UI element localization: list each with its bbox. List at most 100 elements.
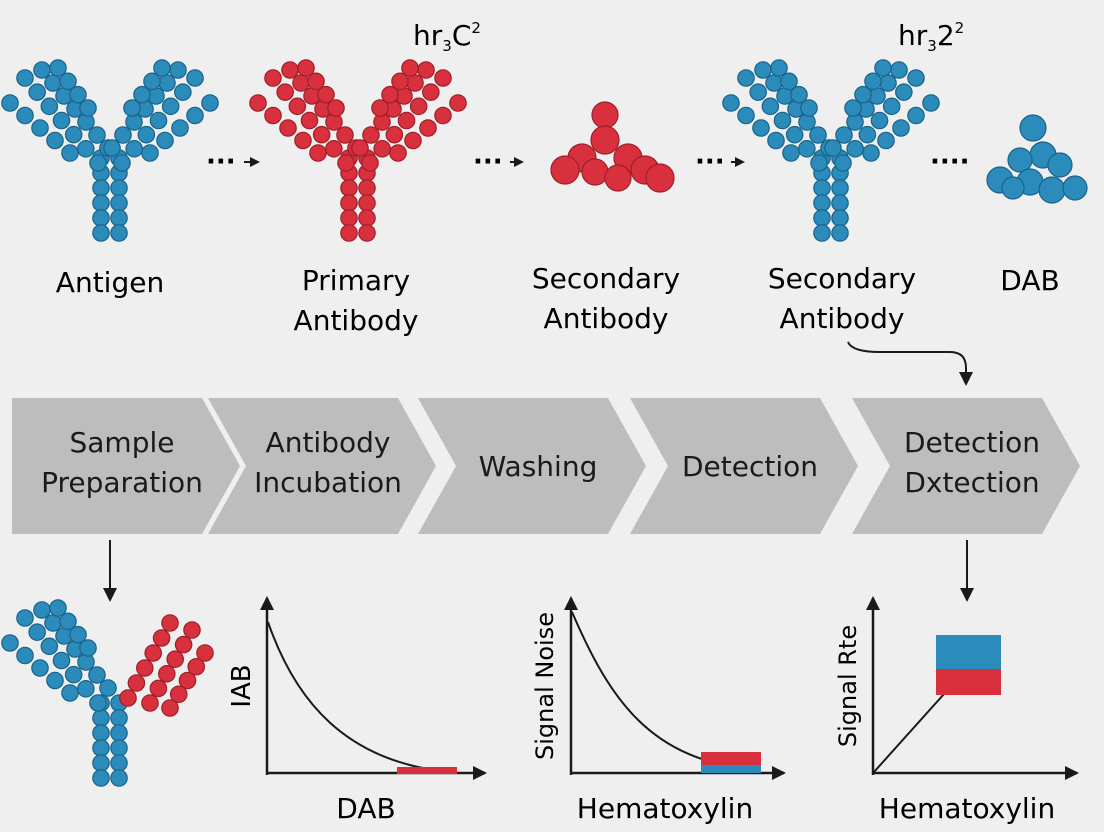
antibody-bead xyxy=(389,144,407,162)
antibody-bead xyxy=(113,154,131,172)
antibody-bead xyxy=(178,671,197,690)
antibody-bead xyxy=(152,629,171,647)
antibody-bead xyxy=(186,106,204,125)
antibody-bead xyxy=(834,154,852,172)
chart3-line xyxy=(873,693,945,773)
antibody-bead xyxy=(279,119,297,137)
antibody-bead xyxy=(767,131,785,150)
antibody-bead xyxy=(785,125,804,144)
antibody-bead xyxy=(31,659,49,677)
antibody-bead xyxy=(831,224,849,242)
antibody-bead xyxy=(846,140,864,158)
antibody-bead xyxy=(362,126,380,144)
secondary-antibody-molecule xyxy=(722,59,940,242)
antibody-bead xyxy=(144,644,162,662)
antibody-bead xyxy=(92,179,110,197)
antibody-bead xyxy=(174,83,192,101)
process-step-2-label-1: Antibody xyxy=(266,426,391,459)
antibody-bead xyxy=(780,72,798,91)
antibody-bead xyxy=(358,194,376,212)
antibody-bead xyxy=(351,139,369,157)
antibody-bead xyxy=(88,126,106,144)
label-secondary2-line1: Secondary xyxy=(768,262,916,295)
antibody-bead xyxy=(61,144,79,162)
antibody-bead xyxy=(169,61,187,79)
antibody-bead xyxy=(752,119,770,137)
antibody-bead xyxy=(92,209,110,227)
antibody-bead xyxy=(110,754,128,772)
antibody-bead xyxy=(92,739,110,757)
chart1-curve xyxy=(267,621,451,773)
antibody-bead xyxy=(249,94,267,112)
antibody-bead xyxy=(133,85,151,104)
superscript-label-2: hr322 xyxy=(898,19,964,55)
label-primary-line1: Primary xyxy=(302,264,410,297)
antibody-bead xyxy=(854,85,872,104)
bound-antibody-complex xyxy=(1,599,214,787)
antibody-bead xyxy=(264,106,282,125)
antibody-bead xyxy=(288,97,307,116)
antibody-bead xyxy=(61,684,79,702)
antibody-bead xyxy=(907,106,925,125)
antibody-bead xyxy=(77,680,95,698)
antibody-bead xyxy=(79,99,97,117)
antibody-bead xyxy=(337,154,355,172)
antibody-bead xyxy=(64,665,83,684)
process-step-4 xyxy=(630,398,858,534)
superscript-label-1: hr3C2 xyxy=(413,19,481,55)
antigen-molecule xyxy=(1,59,219,242)
antibody-bead xyxy=(835,126,853,144)
antibody-bead xyxy=(169,685,188,704)
antibody-bead xyxy=(434,106,452,125)
antibody-bead xyxy=(187,657,206,676)
cluster-bead xyxy=(604,164,632,192)
antibody-bead xyxy=(371,99,389,117)
antibody-bead xyxy=(737,106,755,125)
antibody-bead xyxy=(765,74,783,92)
antibody-bead xyxy=(59,612,77,631)
antibody-bead xyxy=(882,97,901,116)
chart3-ylabel: Signal Rte xyxy=(834,625,862,747)
antibody-bead xyxy=(49,599,67,617)
antibody-bead xyxy=(103,139,121,157)
antibody-bead xyxy=(409,97,428,116)
cluster-bead xyxy=(590,125,620,155)
antibody-bead xyxy=(773,111,792,130)
chart2-blue-band xyxy=(701,765,761,773)
antibody-bead xyxy=(373,140,391,158)
label-primary-line2: Antibody xyxy=(294,304,419,337)
antibody-bead xyxy=(16,609,34,627)
antibody-bead xyxy=(28,83,46,101)
antibody-bead xyxy=(143,72,161,91)
antibody-bead xyxy=(153,59,171,77)
antibody-bead xyxy=(404,131,422,150)
svg-text:···: ··· xyxy=(206,147,236,177)
antibody-bead xyxy=(89,694,107,712)
antibody-bead xyxy=(110,769,128,787)
chart1-ylabel: IAB xyxy=(227,664,257,707)
cluster-bead xyxy=(581,158,609,186)
antibody-bead xyxy=(110,724,128,742)
antibody-bead xyxy=(336,126,354,144)
antibody-bead xyxy=(831,179,849,197)
cluster-bead xyxy=(1047,152,1073,178)
antibody-bead xyxy=(110,709,128,727)
label-dab: DAB xyxy=(1000,264,1059,297)
antibody-bead xyxy=(110,194,128,212)
antibody-bead xyxy=(340,194,358,212)
antibody-bead xyxy=(770,59,788,77)
antibody-bead xyxy=(125,140,143,158)
antibody-bead xyxy=(141,694,159,712)
antibody-bead xyxy=(790,85,808,104)
process-step-1-label-2: Preparation xyxy=(41,466,203,499)
antibody-bead xyxy=(99,679,117,697)
process-step-5 xyxy=(852,398,1080,534)
antibody-bead xyxy=(33,601,51,619)
antibody-bead xyxy=(449,94,467,112)
antibody-bead xyxy=(813,194,831,212)
secondary-antibody-cluster xyxy=(550,101,675,193)
antibody-bead xyxy=(340,209,358,227)
cluster-bead xyxy=(1038,176,1066,204)
connector-arrow-top xyxy=(847,341,973,386)
antibody-bead xyxy=(831,194,849,212)
